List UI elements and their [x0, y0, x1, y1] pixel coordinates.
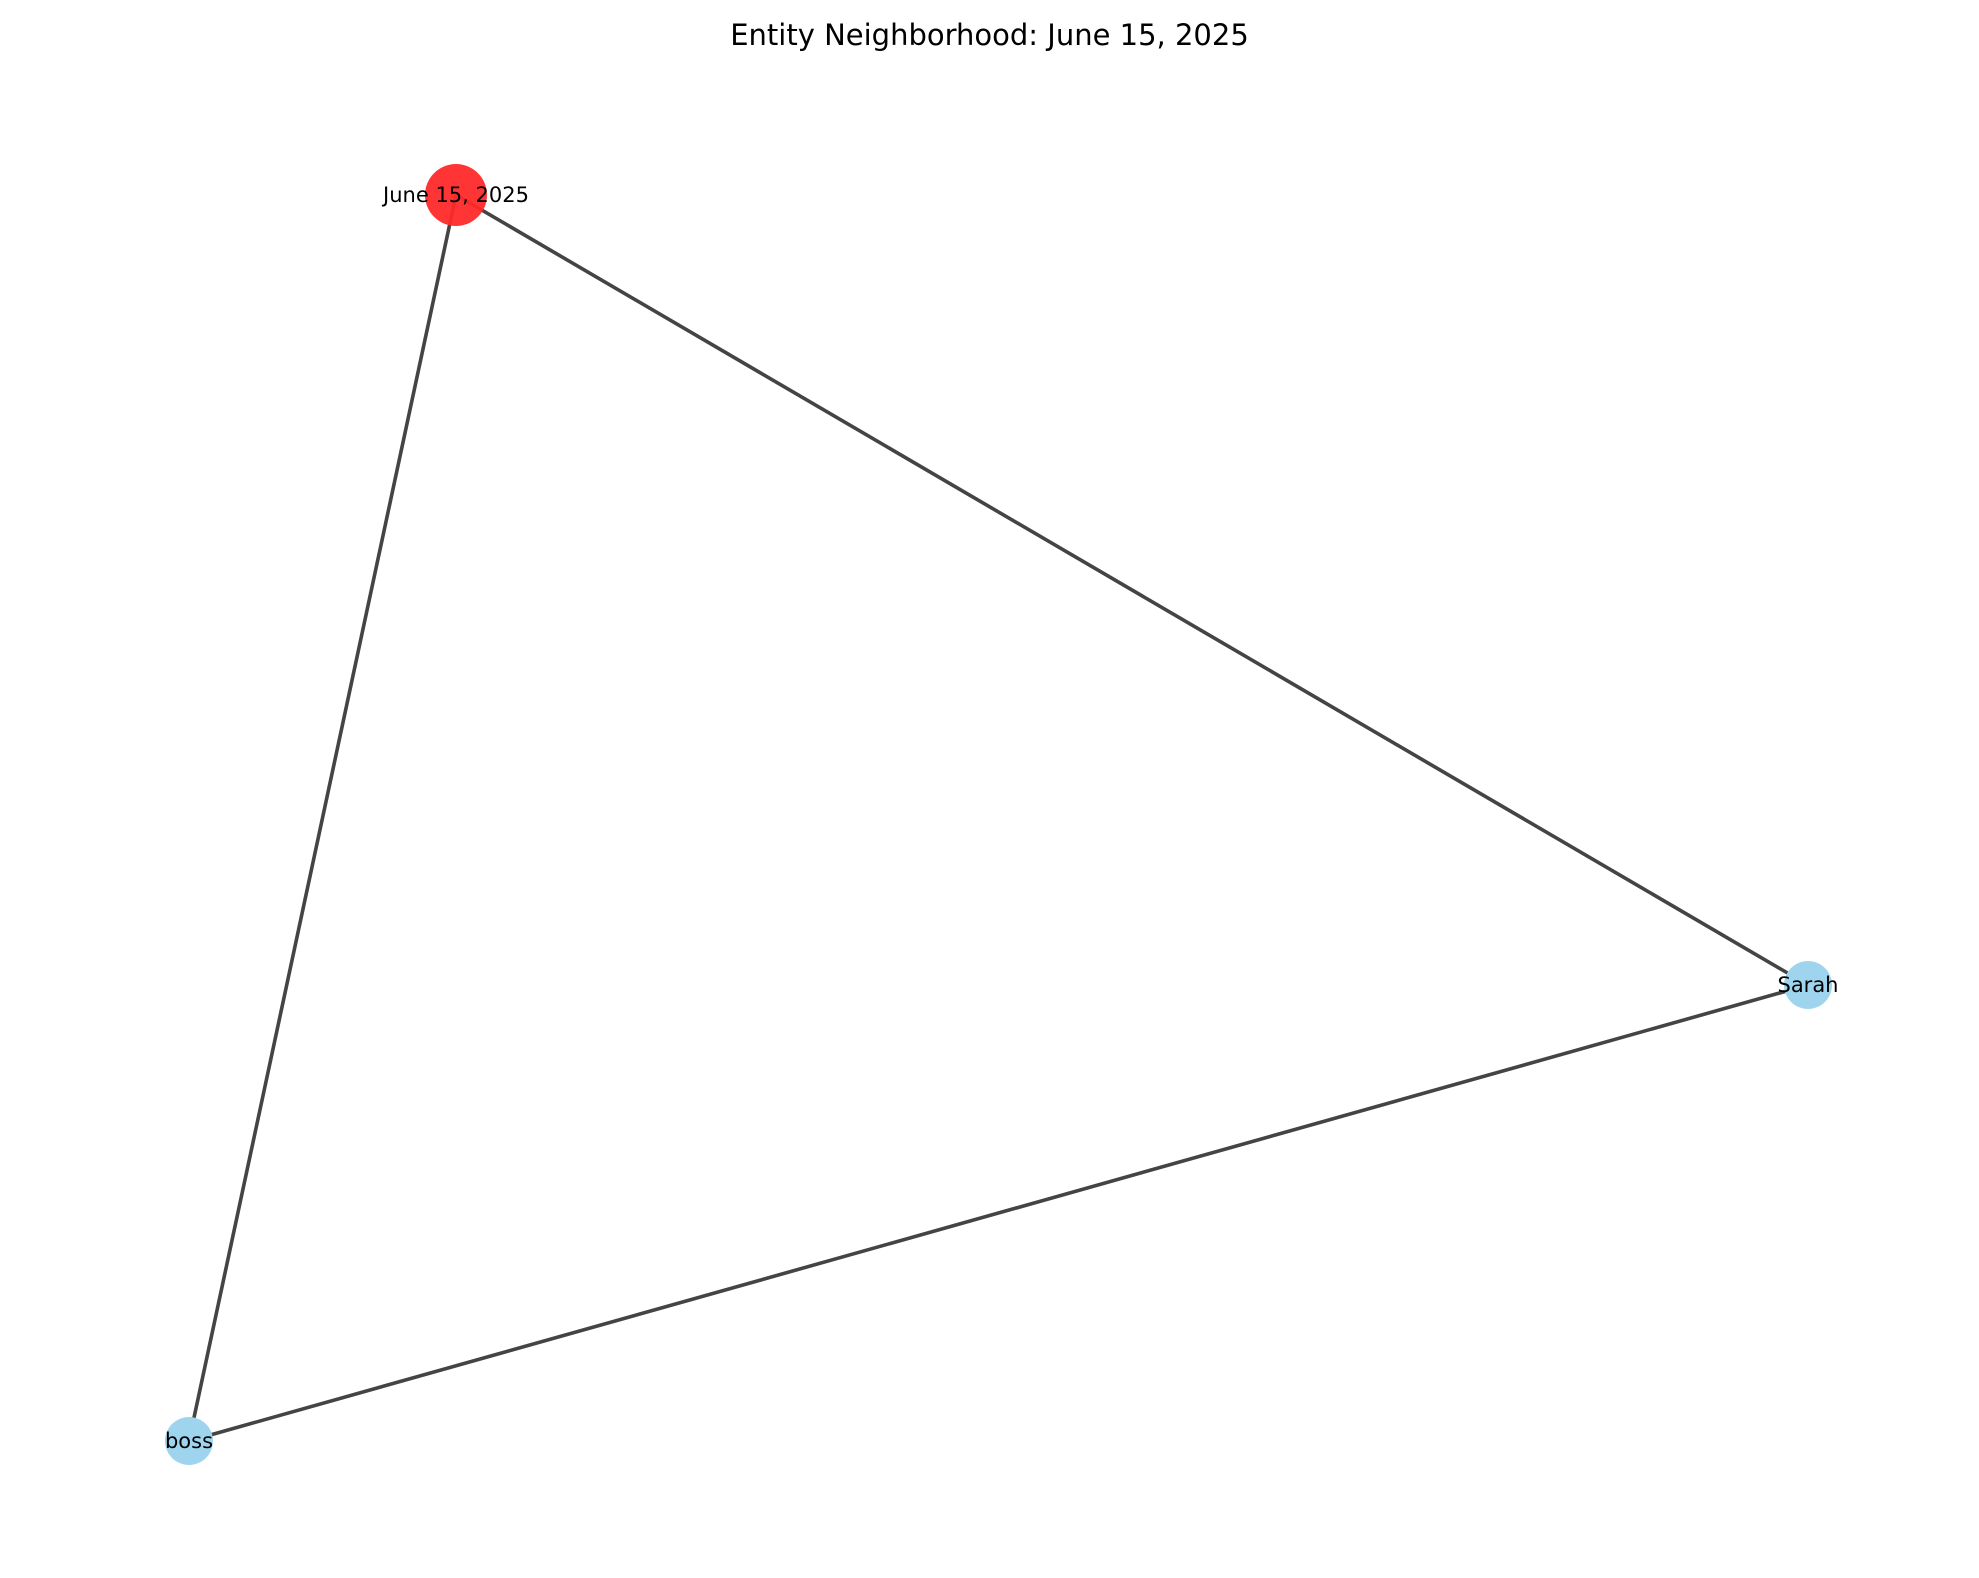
graph-edges: [187, 193, 1810, 1443]
node-boss-circle[interactable]: [165, 1417, 213, 1465]
node-center-circle[interactable]: [425, 164, 487, 226]
edge-center-boss: [187, 193, 458, 1443]
node-boss[interactable]: boss: [165, 1417, 213, 1465]
node-center-label: June 15, 2025: [381, 183, 529, 207]
node-center[interactable]: June 15, 2025: [381, 164, 529, 226]
diagram-title: Entity Neighborhood: June 15, 2025: [730, 18, 1249, 52]
node-sarah-circle[interactable]: [1784, 961, 1832, 1009]
edge-sarah-boss: [187, 983, 1810, 1443]
graph-nodes: June 15, 2025 Sarah boss: [165, 164, 1839, 1465]
node-sarah[interactable]: Sarah: [1777, 961, 1839, 1009]
node-boss-label: boss: [165, 1429, 213, 1453]
node-sarah-label: Sarah: [1777, 973, 1838, 997]
edge-center-sarah: [454, 193, 1810, 987]
